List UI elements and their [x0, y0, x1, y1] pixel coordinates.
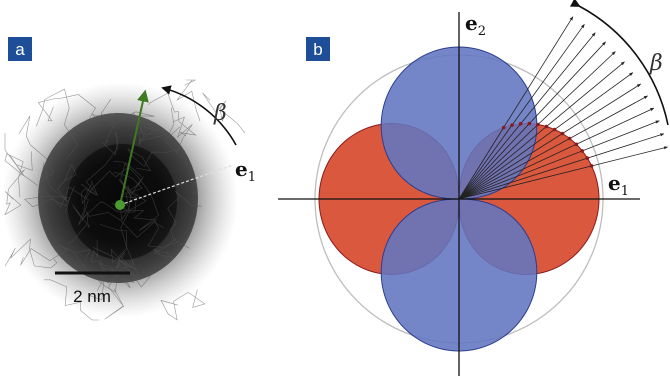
panel-b: b β e2 e1	[278, 6, 668, 376]
e1-label-b: e1	[608, 171, 629, 199]
e1-label-a: e1	[235, 157, 256, 185]
panel-a: a β e1 2 nm	[2, 37, 256, 320]
ray-intersection-dot	[545, 125, 549, 129]
ray-intersection-dot	[502, 126, 506, 130]
ray-intersection-dot	[568, 137, 572, 141]
scale-bar-label: 2 nm	[73, 287, 111, 306]
ray-intersection-dot	[561, 132, 565, 136]
ray-intersection-dot	[553, 128, 557, 132]
angle-label-a: β	[213, 101, 227, 126]
ray-intersection-dot	[586, 156, 590, 160]
ray-intersection-dot	[528, 122, 532, 126]
ray-intersection-dot	[510, 123, 514, 127]
ray-intersection-dot	[575, 143, 579, 147]
ray-intersection-dot	[590, 164, 594, 168]
center-of-mass-dot	[115, 200, 125, 210]
ray-intersection-dot	[519, 122, 523, 126]
polymer-cloud	[2, 80, 245, 320]
ray-intersection-dot	[580, 149, 584, 153]
e2-label: e2	[465, 11, 486, 39]
panel-a-label: a	[15, 40, 25, 59]
angle-label-b: β	[649, 51, 663, 76]
panel-b-label: b	[313, 40, 322, 59]
ray-intersection-dot	[536, 123, 540, 127]
